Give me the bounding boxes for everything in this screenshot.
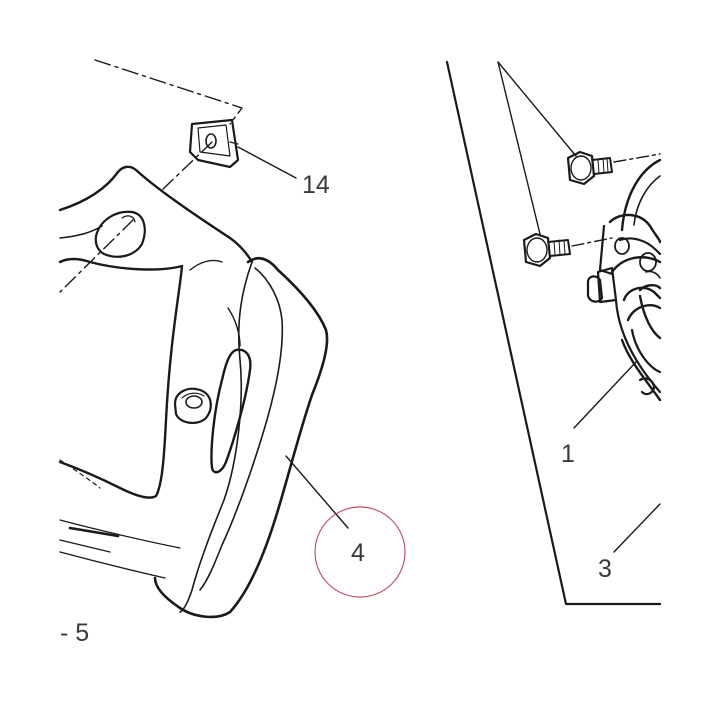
callout-5: - 5 bbox=[60, 619, 89, 647]
subview-frame bbox=[445, 60, 662, 606]
leader-lines-left bbox=[237, 146, 349, 529]
callout-14: 14 bbox=[302, 171, 330, 199]
lower-bolt bbox=[522, 232, 613, 268]
callout-3: 3 bbox=[598, 555, 612, 583]
callout-4: 4 bbox=[351, 539, 365, 567]
side-panel-part bbox=[58, 165, 254, 579]
reference-lines-left bbox=[59, 59, 243, 293]
headlight-unit-part bbox=[586, 158, 662, 402]
front-cover-part bbox=[153, 256, 329, 619]
upper-bolt bbox=[566, 150, 661, 186]
clip-nut-part bbox=[188, 118, 240, 169]
leader-lines-right bbox=[573, 361, 661, 553]
callout-1: 1 bbox=[561, 440, 575, 468]
bolt-leader-lines bbox=[497, 61, 577, 235]
highlight-circle bbox=[314, 506, 406, 598]
